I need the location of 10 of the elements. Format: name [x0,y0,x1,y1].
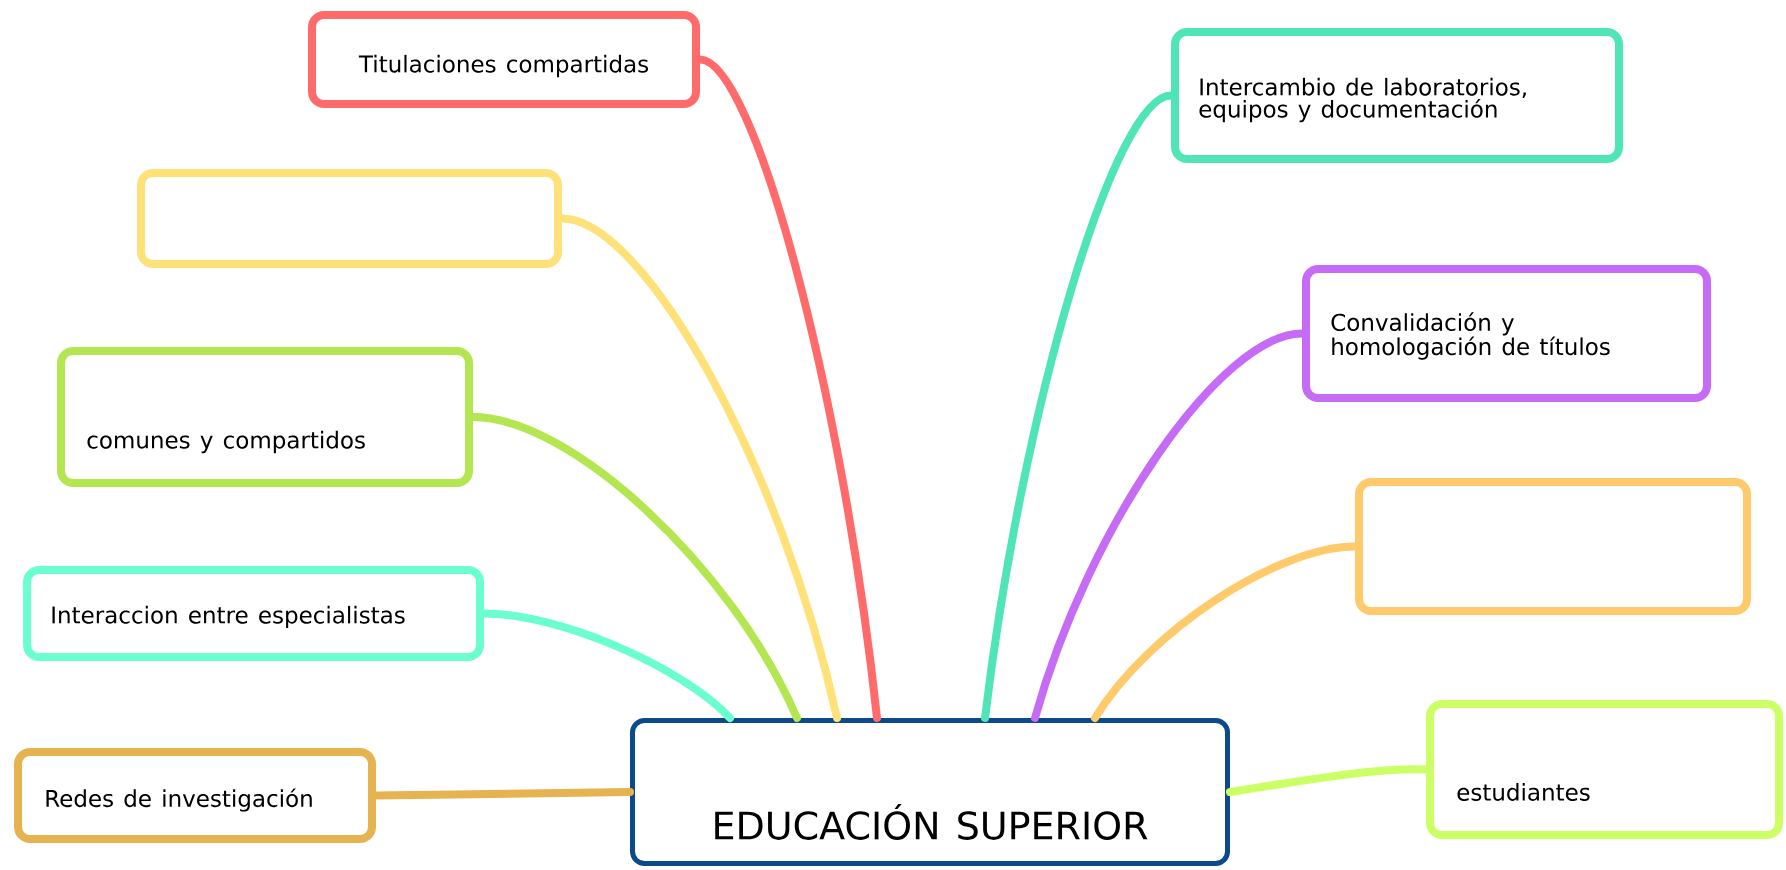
topic-box: Convalidación y homologación de títulos [1302,265,1711,402]
empty-box [1355,478,1751,615]
topic-box: Interaccion entre especialistas [23,566,484,661]
topic-box: Redes de investigación [14,748,376,843]
topic-box: Intercambio de laboratorios, equipos y documentación [1171,28,1623,163]
empty-box [137,169,562,268]
topic-box: comunes y compartidos [57,347,473,487]
topic-box: Titulaciones compartidas [308,11,700,108]
central-box: EDUCACIÓN SUPERIOR [630,718,1230,866]
topic-box: estudiantes [1426,700,1783,839]
